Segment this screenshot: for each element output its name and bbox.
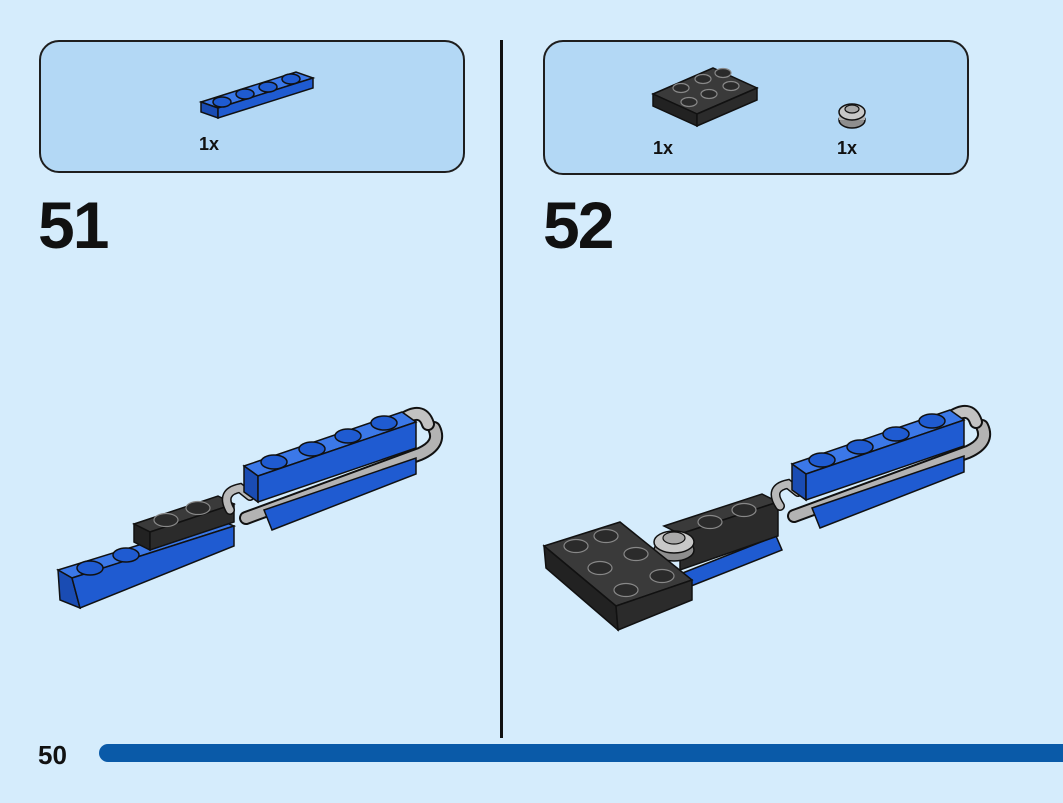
part-quantity: 1x: [653, 138, 674, 158]
assembly-illustration-step-52: [542, 405, 992, 632]
step-number-51: 51: [38, 188, 109, 262]
assembly-illustration-step-51: [56, 407, 444, 610]
blue-plate-1x4-icon: [198, 71, 316, 120]
parts-box-step-52: 1x 1x: [543, 40, 969, 175]
page-progress-bar: [99, 744, 1063, 762]
black-plate-2x3-icon: [651, 67, 759, 128]
page-number: 50: [38, 740, 67, 770]
step-number-52: 52: [543, 188, 614, 262]
gray-round-plate-1x1-icon: [838, 103, 866, 129]
part-quantity: 1x: [199, 134, 220, 154]
column-divider: [500, 40, 503, 738]
parts-box-step-51: 1x: [39, 40, 465, 173]
part-quantity: 1x: [837, 138, 858, 158]
